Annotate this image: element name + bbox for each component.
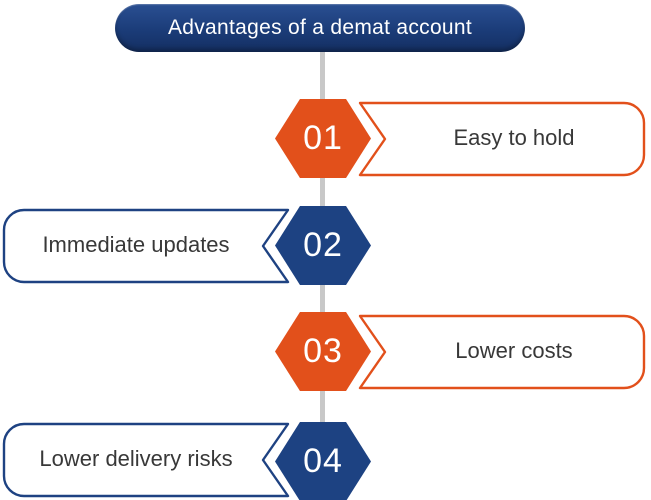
hexagon-number: 04 [303, 442, 343, 480]
number-hexagon: 01 [275, 99, 371, 178]
hexagon-number: 01 [303, 119, 343, 157]
advantage-label: Lower costs [455, 338, 573, 363]
advantage-label: Easy to hold [453, 125, 575, 150]
hexagon-number: 02 [303, 226, 343, 264]
label-ribbon-right [358, 314, 646, 390]
advantage-label: Lower delivery risks [39, 446, 233, 471]
number-hexagon: 03 [275, 312, 371, 391]
advantage-label: Immediate updates [42, 232, 230, 257]
label-ribbon-left [2, 208, 290, 284]
label-ribbon-right [358, 101, 646, 177]
title-text: Advantages of a demat account [167, 16, 473, 39]
label-ribbon-left [2, 422, 290, 498]
title-banner: Advantages of a demat account [115, 4, 525, 52]
hexagon-number: 03 [303, 332, 343, 370]
